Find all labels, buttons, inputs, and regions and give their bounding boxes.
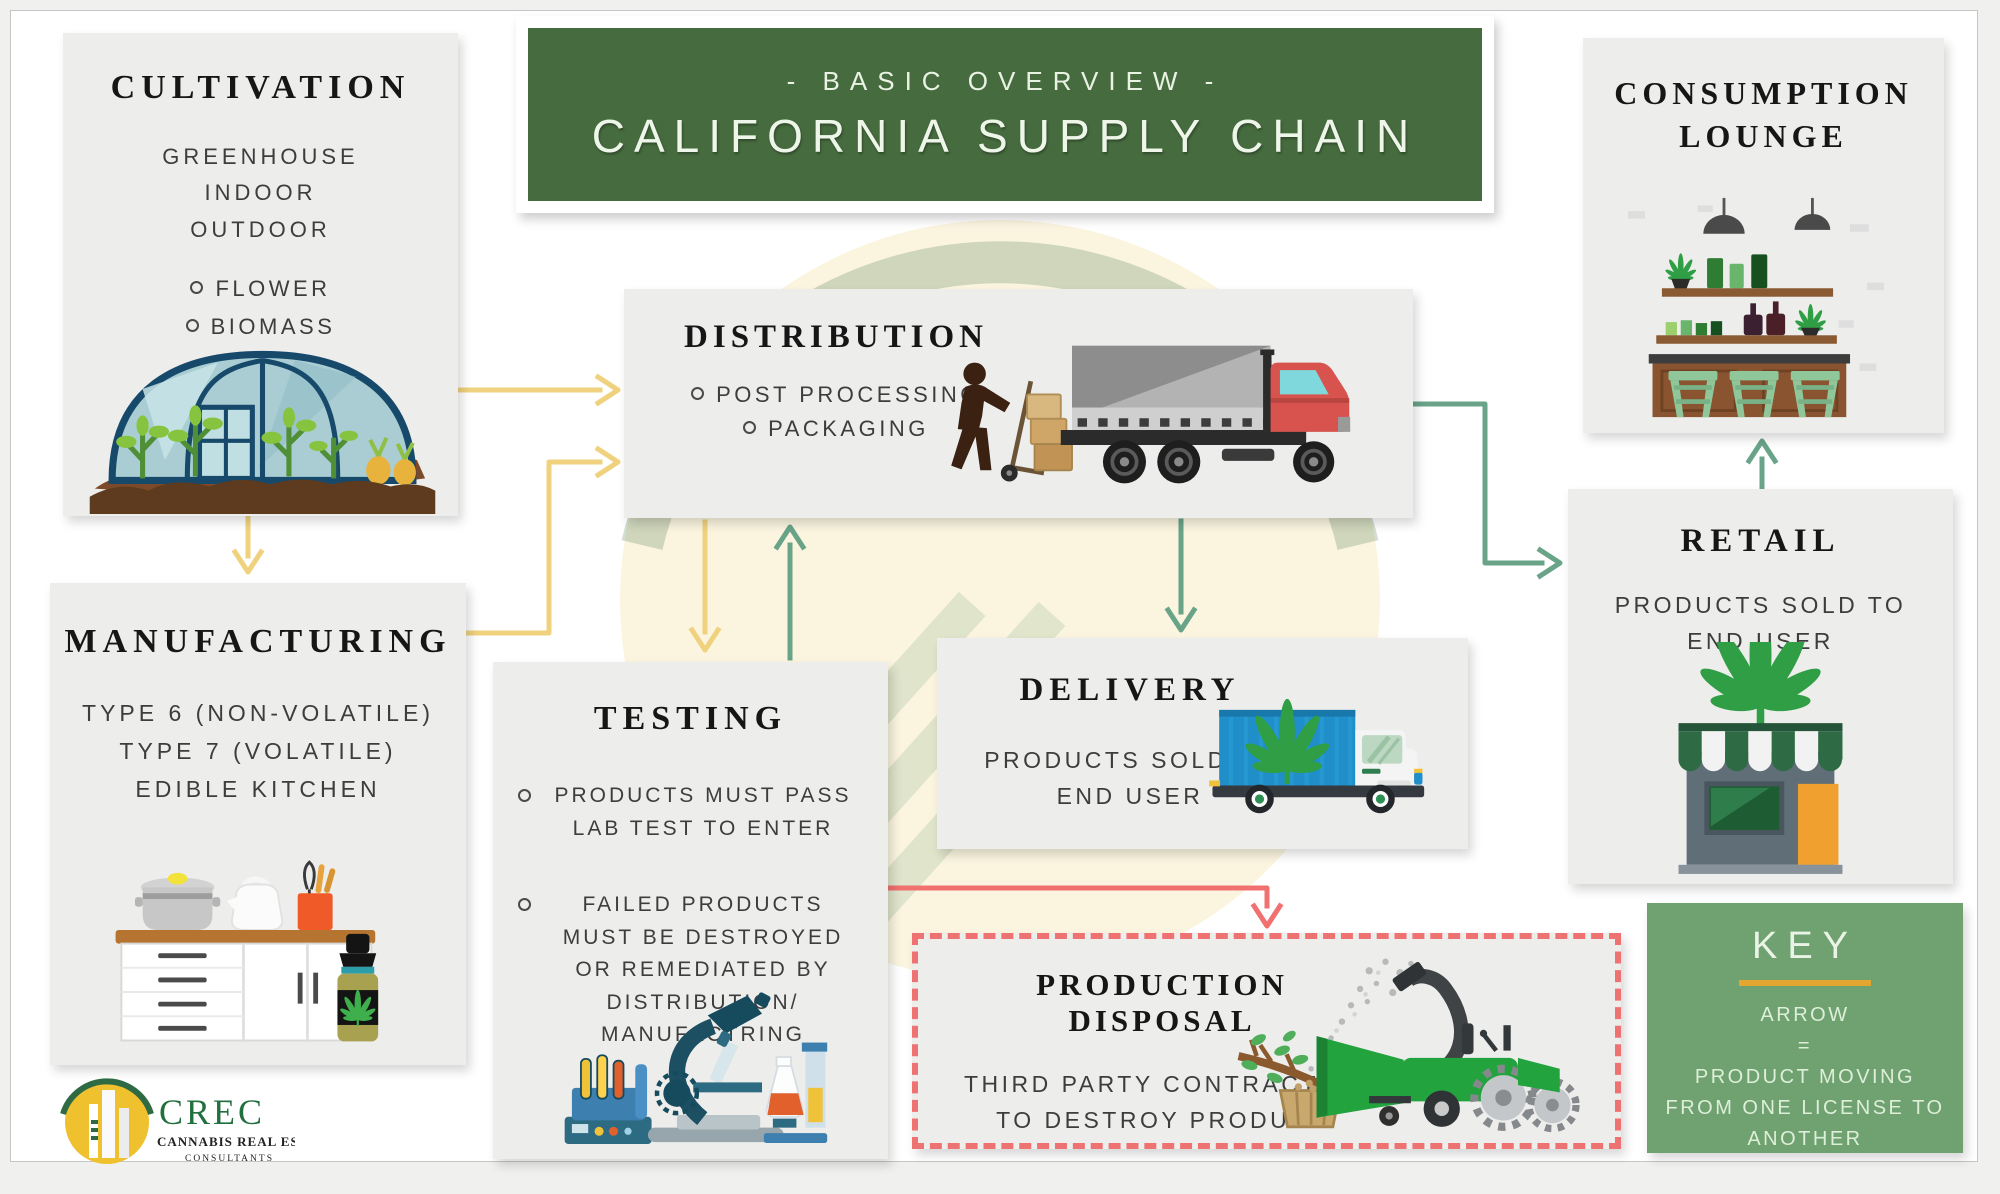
key-underline — [1739, 980, 1871, 986]
bullet-ring-icon — [518, 898, 531, 912]
retail-text: PRODUCTS SOLD TO END USER — [1614, 592, 1907, 654]
cannabis-leaf-icon — [1696, 604, 1825, 727]
banner-title: CALIFORNIA SUPPLY CHAIN — [591, 110, 1419, 162]
wood-chipper-illustration — [1215, 949, 1605, 1135]
bullet-ring-icon — [190, 280, 204, 294]
banner-green-panel: - BASIC OVERVIEW - CALIFORNIA SUPPLY CHA… — [528, 28, 1482, 201]
crec-logo: CREC CANNABIS REAL ESTATE CONSULTANTS — [55, 1066, 335, 1168]
storefront-illustration — [1634, 604, 1887, 880]
crec-logo-text: CREC — [159, 1092, 265, 1132]
consumption-lounge-box: CONSUMPTION LOUNGE — [1583, 38, 1944, 433]
key-legend-box: KEY ARROW = PRODUCT MOVING FROM ONE LICE… — [1647, 903, 1963, 1153]
distribution-box: DISTRIBUTION POST PROCESSING PACKAGING — [624, 289, 1413, 518]
bullet-ring-icon — [691, 387, 705, 400]
crec-logo-line2: CONSULTANTS — [185, 1154, 274, 1164]
banner-subtitle: - BASIC OVERVIEW - — [786, 66, 1224, 96]
crec-logo-line1: CANNABIS REAL ESTATE — [157, 1134, 295, 1149]
production-disposal-box: PRODUCTION DISPOSAL THIRD PARTY CONTRACT… — [912, 933, 1621, 1149]
retail-title: RETAIL — [1680, 523, 1841, 559]
lab-equipment-illustration — [521, 981, 860, 1153]
cultivation-box: CULTIVATION GREENHOUSE INDOOR OUTDOOR FL… — [63, 33, 458, 516]
key-text: ARROW = PRODUCT MOVING FROM ONE LICENSE … — [1665, 1004, 1945, 1150]
disposal-text: THIRD PARTY CONTRACTOR TO DESTROY PRODUC… — [963, 1071, 1361, 1133]
delivery-box: DELIVERY PRODUCTS SOLD TO END USER — [937, 638, 1468, 849]
greenhouse-illustration — [57, 326, 468, 514]
key-title: KEY — [1751, 925, 1859, 967]
cultivation-bullets: FLOWER BIOMASS — [63, 272, 458, 344]
retail-box: RETAIL PRODUCTS SOLD TO END USER — [1568, 489, 1953, 884]
kitchen-illustration — [90, 837, 426, 1055]
cultivation-title: CULTIVATION — [110, 69, 411, 106]
cultivation-types: GREENHOUSE INDOOR OUTDOOR — [162, 144, 359, 242]
delivery-truck-illustration — [1194, 673, 1446, 825]
freight-truck-illustration — [921, 312, 1401, 504]
testing-title: TESTING — [593, 700, 788, 737]
bullet-ring-icon — [185, 318, 199, 332]
lounge-bar-illustration — [1613, 177, 1914, 419]
manufacturing-box: MANUFACTURING TYPE 6 (NON-VOLATILE) TYPE… — [50, 583, 466, 1065]
bullet-ring-icon — [743, 421, 757, 435]
banner: - BASIC OVERVIEW - CALIFORNIA SUPPLY CHA… — [516, 16, 1494, 213]
consumption-lounge-title: CONSUMPTION LOUNGE — [1614, 75, 1913, 155]
bullet-ring-icon — [518, 789, 531, 802]
manufacturing-title: MANUFACTURING — [64, 623, 452, 660]
manufacturing-types: TYPE 6 (NON-VOLATILE) TYPE 7 (VOLATILE) … — [82, 700, 434, 802]
testing-box: TESTING PRODUCTS MUST PASS LAB TEST TO E… — [493, 662, 888, 1159]
